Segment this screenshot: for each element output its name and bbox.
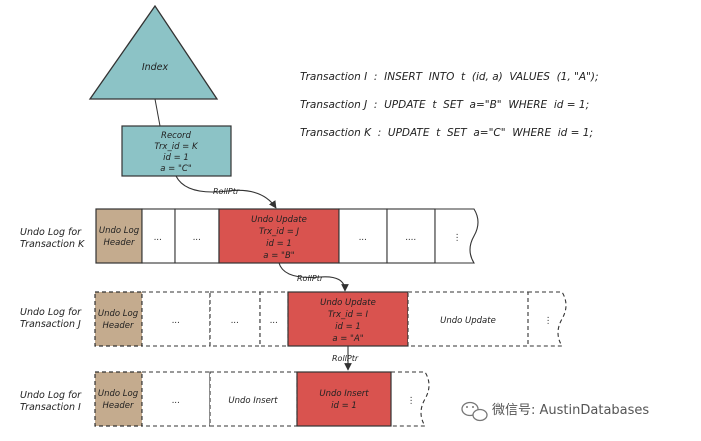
undo-log-i-tail-text: ⋮ (407, 396, 416, 406)
undo-log-j-cell-3 (259, 291, 289, 347)
rollptr-arrow-k (278, 262, 349, 292)
record-line-4: a = "C" (160, 164, 192, 174)
undo-log-j-label-2: Transaction J (20, 319, 81, 330)
undo-log-j-cell-1 (141, 291, 211, 347)
undo-log-k-header-line-1: Undo Log (99, 226, 140, 236)
undo-log-j-tail-text: ⋮ (544, 316, 553, 326)
rollptr-label-record: RollPtr (213, 187, 240, 196)
rollptr-label-j: RollPtr (332, 354, 359, 363)
undo-log-k-cell-2-text: ... (193, 233, 201, 243)
undo-log-j-cell-3-text: ... (270, 316, 278, 326)
transaction-k-sql: Transaction K : UPDATE t SET a="C" WHERE… (300, 127, 593, 139)
transaction-j-sql: Transaction J : UPDATE t SET a="B" WHERE… (300, 99, 589, 111)
undo-log-j-entry-line-2: Trx_id = I (328, 310, 369, 320)
undo-log-k-cell-4-text: .... (406, 233, 417, 243)
undo-log-i-label-2: Transaction I (20, 402, 81, 413)
undo-log-k-header (95, 208, 143, 264)
undo-log-j-entry-line-4: a = "A" (332, 334, 363, 344)
undo-log-j-header (94, 291, 143, 347)
undo-log-j-tail (528, 291, 567, 347)
undo-log-i-entry-line-2: id = 1 (331, 401, 357, 411)
undo-log-j-entry-line-1: Undo Update (320, 298, 376, 308)
undo-log-k-cell-2 (174, 208, 220, 264)
undo-log-k-tail-text: ⋮ (453, 233, 462, 243)
undo-log-k-header-line-2: Header (104, 238, 135, 248)
undo-log-i-entry (296, 371, 392, 427)
undo-log-i-extra (209, 371, 298, 427)
undo-log-j-header-line-2: Header (103, 321, 134, 331)
undo-log-j-header-line-1: Undo Log (98, 309, 139, 319)
undo-log-i-header-line-1: Undo Log (98, 389, 139, 399)
undo-log-j-extra (407, 291, 529, 347)
undo-log-j-cell-1-text: ... (172, 316, 180, 326)
undo-log-i-tail (391, 371, 430, 427)
undo-log-k-cell-4 (386, 208, 436, 264)
undo-log-j-label-1: Undo Log for (20, 307, 82, 318)
undo-log-i-label-1: Undo Log for (20, 390, 82, 401)
undo-log-k-label-1: Undo Log for (20, 227, 82, 238)
wechat-icon (461, 401, 488, 422)
rollptr-arrow-record (175, 175, 277, 209)
rollptr-label-k: RollPtr (297, 274, 324, 283)
undo-log-j-extra-text: Undo Update (440, 316, 496, 326)
undo-log-k-label-2: Transaction K (20, 239, 85, 250)
undo-log-k-cell-1-text: ... (154, 233, 162, 243)
index-label: Index (142, 62, 169, 73)
undo-log-i-cell-1 (141, 371, 211, 427)
watermark-text: 微信号: AustinDatabases (492, 403, 649, 418)
index-triangle (88, 4, 219, 100)
undo-log-j-cell-2-text: ... (231, 316, 239, 326)
undo-log-k-cell-1 (141, 208, 176, 264)
record-line-2: Trx_id = K (154, 142, 199, 152)
undo-log-k-entry-line-2: Trx_id = J (259, 227, 300, 237)
record-line-3: id = 1 (163, 153, 189, 163)
undo-log-k-tail (434, 208, 479, 264)
undo-log-i-entry-line-1: Undo Insert (319, 389, 369, 399)
undo-log-i-header-line-2: Header (103, 401, 134, 411)
undo-log-k-entry-line-4: a = "B" (263, 251, 294, 261)
undo-log-i-cell-1-text: ... (172, 396, 180, 406)
record-line-1: Record (161, 131, 192, 141)
undo-log-i-extra-text: Undo Insert (228, 396, 278, 406)
undo-log-i-header (94, 371, 143, 427)
record-box (121, 125, 232, 177)
undo-log-k-entry-line-3: id = 1 (266, 239, 292, 249)
undo-log-j-entry-line-3: id = 1 (335, 322, 361, 332)
undo-log-k-cell-3-text: ... (359, 233, 367, 243)
transaction-i-sql: Transaction I : INSERT INTO t (id, a) VA… (300, 71, 599, 83)
undo-log-k-entry-line-1: Undo Update (251, 215, 307, 225)
index-to-record-connector (154, 98, 161, 127)
